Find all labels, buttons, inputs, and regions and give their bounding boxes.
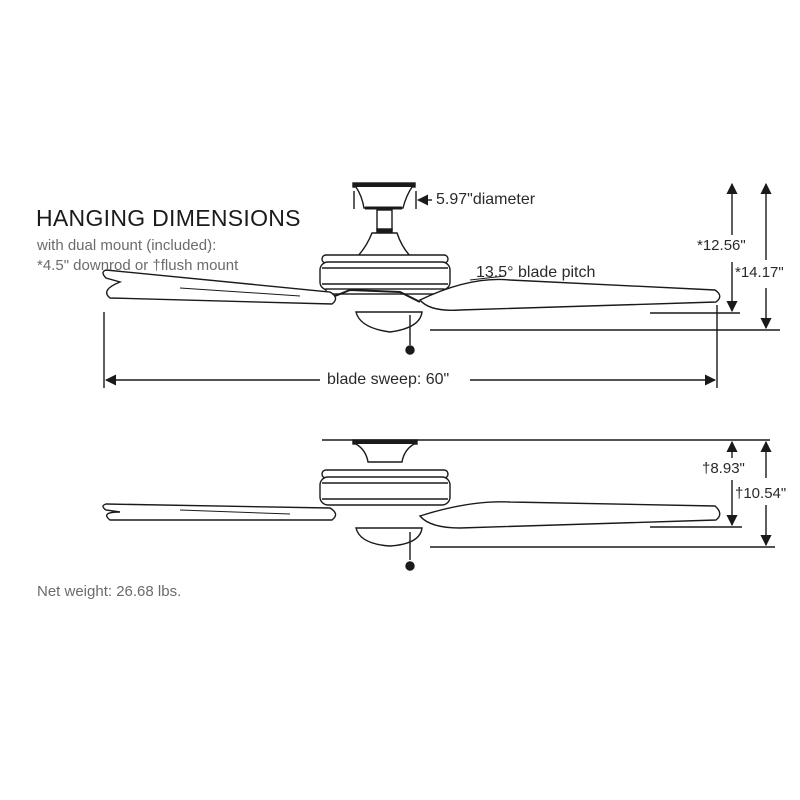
- blade-pitch-label: 13.5° blade pitch: [476, 264, 596, 281]
- mount-options: *4.5" downrod or †flush mount: [37, 257, 239, 274]
- downrod-height-bottom: *14.17": [735, 264, 784, 281]
- canopy-diameter-label: 5.97"diameter: [436, 191, 536, 208]
- blade-sweep-label: blade sweep: 60": [327, 371, 450, 388]
- downrod-height-blade: *12.56": [697, 237, 746, 254]
- flush-fan-illustration: [102, 439, 770, 571]
- net-weight: Net weight: 26.68 lbs.: [37, 583, 182, 600]
- page-title: HANGING DIMENSIONS: [36, 205, 301, 231]
- downrod-fan-illustration: [102, 182, 721, 355]
- flush-height-bottom: †10.54": [735, 485, 787, 502]
- mount-subtitle: with dual mount (included):: [37, 237, 217, 254]
- flush-height-blade: †8.93": [702, 460, 745, 477]
